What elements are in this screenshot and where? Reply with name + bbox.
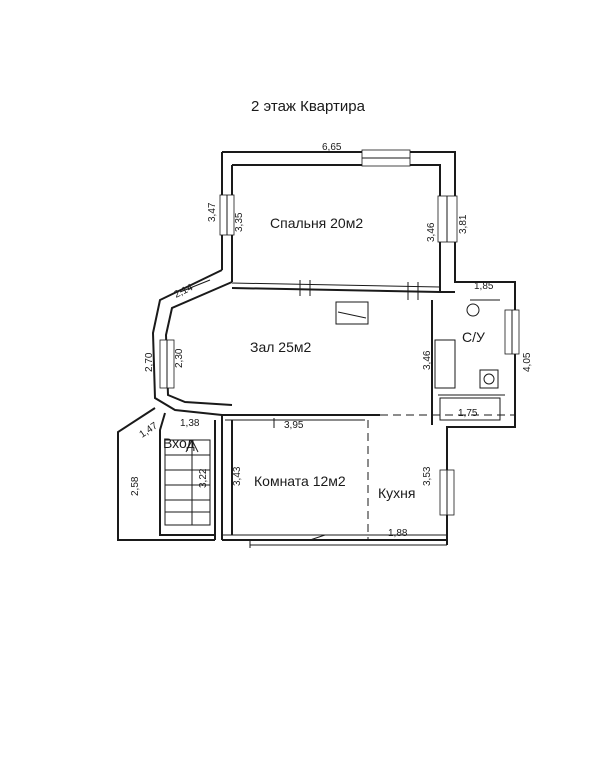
room-label-entrance: Вход [163,435,195,451]
dim-entrance-diag-a: 1,47 [138,420,161,440]
dim-bedroom-right-inner: 3,46 [426,222,437,242]
room-label-hall: Зал 25м2 [250,339,311,355]
dim-kitchen-bottom: 1,88 [388,528,408,539]
dim-room-top: 3,95 [284,420,304,431]
hall-bay-walls [151,269,233,416]
dim-bath-right: 4,05 [522,352,533,372]
dim-entrance-diag-b: 1,38 [180,418,200,429]
dim-bedroom-left-outer: 3,47 [207,202,218,222]
dim-entrance-right: 3,22 [198,468,209,488]
room-label-room: Комната 12м2 [254,473,346,489]
dim-room-left: 3,43 [232,466,243,486]
dim-bay-left-inner: 2,30 [174,348,185,368]
bedroom-walls [219,149,516,545]
room-label-bedroom: Спальня 20м2 [270,215,363,231]
dim-bath-bottom: 1,75 [458,408,478,419]
partitions [222,280,520,540]
room-walls [221,415,455,548]
dim-kitchen-right: 3,53 [422,466,433,486]
dim-top-width: 6,65 [322,142,342,153]
dim-bath-left: 3,46 [422,350,433,370]
dim-entrance-left: 2,58 [130,476,141,496]
plan-title: 2 этаж Квартира [251,98,365,115]
dim-bath-top: 1,85 [474,281,494,292]
dim-bedroom-left-inner: 3,35 [234,212,245,232]
room-label-bathroom: С/У [462,329,485,345]
room-label-kitchen: Кухня [378,485,415,501]
dim-bay-left-outer: 2,70 [144,352,155,372]
entrance-walls [117,407,216,541]
dim-bedroom-right-outer: 3,81 [458,214,469,234]
